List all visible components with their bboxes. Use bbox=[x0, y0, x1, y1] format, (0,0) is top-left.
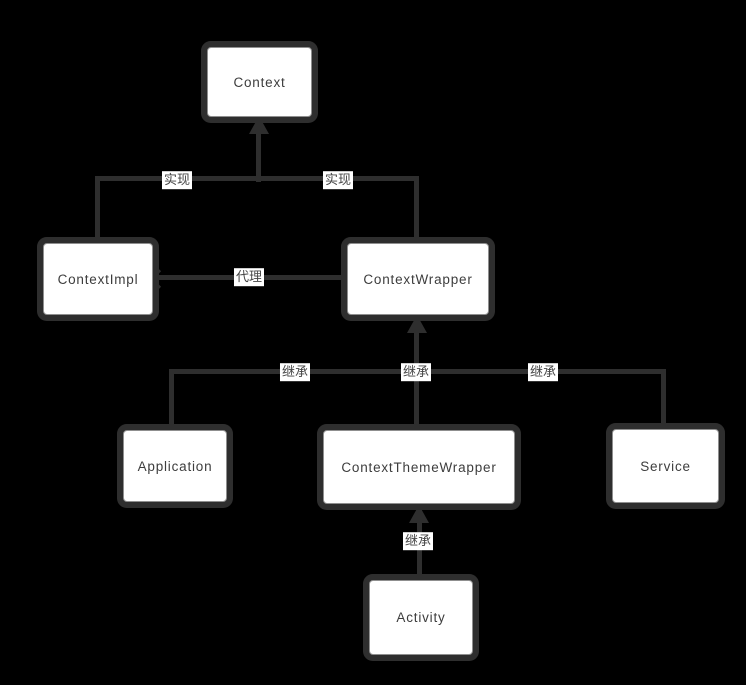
arrowhead-up-to-contextthemewrapper-icon bbox=[409, 505, 429, 523]
edge-context-implement-trunk bbox=[256, 116, 261, 182]
edge-inherit-themewrapper-branch bbox=[414, 371, 419, 430]
edge-label-implement-left: 实现 bbox=[161, 171, 193, 189]
node-service[interactable]: Service bbox=[612, 429, 719, 503]
arrowhead-up-to-context-icon bbox=[249, 116, 269, 134]
node-contextwrapper-label: ContextWrapper bbox=[363, 271, 473, 287]
edge-inherit-application-branch bbox=[169, 371, 174, 430]
node-application[interactable]: Application bbox=[123, 430, 227, 502]
edge-wrapper-inherit-trunk bbox=[414, 316, 419, 373]
node-contextthemewrapper[interactable]: ContextThemeWrapper bbox=[323, 430, 515, 504]
edge-label-inherit-activity: 继承 bbox=[402, 532, 434, 550]
edge-label-proxy: 代理 bbox=[233, 268, 265, 286]
node-contextwrapper[interactable]: ContextWrapper bbox=[347, 243, 489, 315]
node-contextthemewrapper-label: ContextThemeWrapper bbox=[341, 459, 497, 475]
node-activity[interactable]: Activity bbox=[369, 580, 473, 655]
edge-label-inherit-service: 继承 bbox=[527, 363, 559, 381]
node-activity-label: Activity bbox=[396, 610, 446, 625]
edge-implement-right-branch bbox=[414, 178, 419, 243]
node-contextimpl[interactable]: ContextImpl bbox=[43, 243, 153, 315]
node-context[interactable]: Context bbox=[207, 47, 312, 117]
node-context-label: Context bbox=[233, 74, 286, 90]
edge-implement-horizontal bbox=[95, 176, 419, 181]
edge-label-inherit-application: 继承 bbox=[279, 363, 311, 381]
edge-inherit-service-branch bbox=[661, 371, 666, 429]
node-contextimpl-label: ContextImpl bbox=[57, 271, 139, 287]
node-service-label: Service bbox=[640, 458, 691, 474]
node-application-label: Application bbox=[137, 458, 213, 474]
edge-label-inherit-themewrapper: 继承 bbox=[400, 363, 432, 381]
edge-implement-left-branch bbox=[95, 178, 100, 243]
arrowhead-up-to-contextwrapper-icon bbox=[407, 315, 427, 333]
edge-label-implement-right: 实现 bbox=[322, 171, 354, 189]
